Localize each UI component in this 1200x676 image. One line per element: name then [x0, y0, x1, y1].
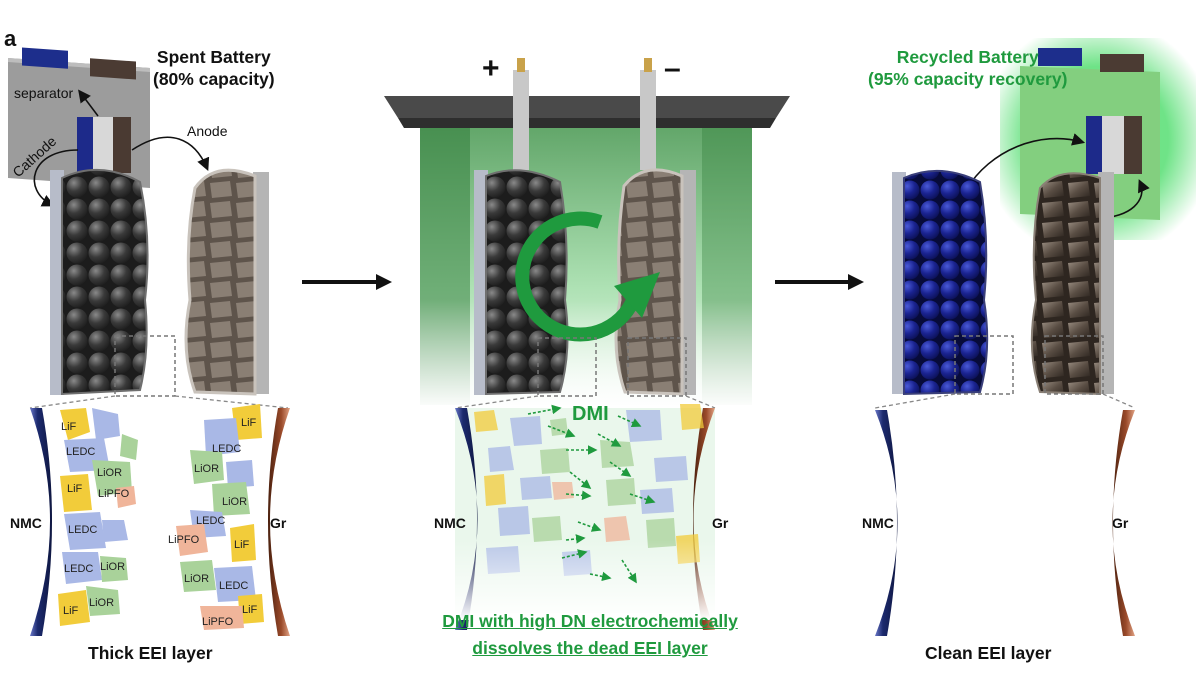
anode-arrow-icon [131, 136, 210, 171]
recycled-battery-title: Recycled Battery (95% capacity recovery) [868, 46, 1067, 90]
lior-label: LiOR [184, 573, 209, 585]
panel-letter: a [4, 26, 17, 51]
recycled-battery-title-line1: Recycled Battery [896, 47, 1039, 67]
lif-label: LiF [61, 421, 77, 433]
caption-thick-eei: Thick EEI layer [88, 643, 213, 663]
lior-label: LiOR [194, 463, 219, 475]
gr-label: Gr [712, 515, 729, 531]
ledc-label: LEDC [66, 446, 95, 458]
caption-dmi-line2: dissolves the dead EEI layer [472, 638, 708, 658]
recycled-cathode-electrode [892, 169, 989, 396]
zoom-box [1044, 335, 1104, 395]
gr-label: Gr [270, 515, 287, 531]
ledc-label: LEDC [64, 563, 93, 575]
zoom-lines [29, 395, 289, 409]
spent-battery-title: Spent Battery (80% capacity) [153, 46, 275, 90]
dashed-arrow-icon [527, 404, 656, 584]
zoom-lines [874, 393, 1136, 409]
lipfo-label: LiPFO [202, 616, 234, 628]
spent-anode-electrode [184, 168, 269, 396]
lior-label: LiOR [97, 467, 122, 479]
zoom-box [954, 335, 1014, 395]
anode-label: Anode [187, 123, 228, 139]
zoom-box [537, 337, 597, 397]
lif-label: LiF [234, 539, 250, 551]
gr-label: Gr [1112, 515, 1129, 531]
lior-label: LiOR [100, 561, 125, 573]
lif-label: LiF [241, 417, 257, 429]
nmc-label: NMC [434, 515, 466, 531]
dissolving-eei-interface [455, 404, 715, 630]
recycled-battery-title-line2: (95% capacity recovery) [868, 69, 1068, 89]
recycled-anode-electrode [1030, 172, 1114, 396]
caption-clean-eei: Clean EEI layer [925, 643, 1052, 663]
caption-dmi-line1: DMI with high DN electrochemically [442, 611, 738, 631]
spent-battery-pouch [8, 47, 150, 188]
lior-label: LiOR [222, 496, 247, 508]
lipfo-label: LiPFO [98, 488, 130, 500]
lif-label: LiF [67, 483, 83, 495]
separator-arrow-icon [78, 89, 99, 117]
lipfo-label: LiPFO [168, 534, 200, 546]
nmc-label: NMC [10, 515, 42, 531]
lif-label: LiF [242, 604, 258, 616]
electrode-terminals [513, 58, 656, 170]
electrolyte-bath [384, 96, 790, 410]
zoom-box [627, 337, 687, 397]
lif-label: LiF [63, 605, 79, 617]
circular-arrow-icon [515, 211, 660, 342]
right-arrow-icon [302, 274, 392, 290]
nmc-label: NMC [862, 515, 894, 531]
separator-label: separator [14, 85, 73, 101]
plus-sign: + [482, 52, 500, 85]
ledc-label: LEDC [196, 515, 225, 527]
cathode-arrow-icon [965, 133, 1086, 191]
clean-eei-interface [875, 410, 1135, 636]
ledc-label: LEDC [68, 524, 97, 536]
spent-battery-title-line2: (80% capacity) [153, 69, 275, 89]
lior-label: LiOR [89, 597, 114, 609]
spent-cathode-electrode [50, 169, 149, 396]
zoom-box [114, 335, 176, 397]
cathode-arrow-icon [33, 149, 79, 207]
zoom-lines [454, 395, 716, 409]
right-arrow-icon [775, 274, 864, 290]
caption-dmi-dissolves: DMI with high DN electrochemically disso… [330, 608, 850, 662]
thick-eei-interface [30, 404, 290, 636]
ledc-label: LEDC [212, 443, 241, 455]
ledc-label: LEDC [219, 580, 248, 592]
spent-battery-title-line1: Spent Battery [156, 47, 271, 67]
minus-sign: – [664, 52, 681, 85]
dmi-label: DMI [572, 403, 609, 425]
